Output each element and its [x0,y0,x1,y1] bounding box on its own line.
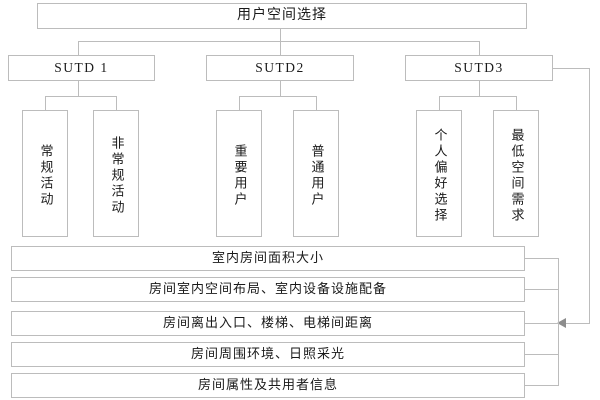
connector-sutd1-bus [45,96,117,97]
connector-sutd2-drop [280,81,281,96]
leaf-node-non-routine-activity: 非常规活动 [93,110,139,237]
criteria-bus-stub-1 [525,258,559,259]
criteria-bus-vertical [558,258,559,386]
connector-sutd3-to-leaf1 [439,96,440,110]
group-node-sutd-1: SUTD 1 [8,55,155,81]
connector-sutd2-to-leaf1 [239,96,240,110]
leaf-node-label: 最低空间需求 [509,127,525,224]
criteria-bus-stub-5 [525,385,559,386]
criteria-bar-surroundings-and-daylight: 房间周围环境、日照采光 [11,342,525,367]
criteria-bar-label: 室内房间面积大小 [211,250,324,266]
connector-sutd3-feedback-into-bus [566,323,590,324]
connector-sutd2-to-leaf2 [316,96,317,110]
connector-sutd3-drop [479,81,480,96]
leaf-node-label: 普通用户 [309,143,325,208]
criteria-bar-label: 房间属性及共用者信息 [197,377,338,393]
criteria-bar-room-area: 室内房间面积大小 [11,246,525,271]
connector-root-drop [280,29,281,42]
criteria-bar-room-attributes-and-sharers: 房间属性及共用者信息 [11,373,525,398]
connector-bus-to-sutd1 [78,41,79,55]
criteria-bar-label: 房间离出入口、楼梯、电梯间距离 [162,315,373,331]
connector-sutd1-to-leaf2 [116,96,117,110]
connector-sutd2-bus [239,96,317,97]
connector-sutd1-drop [78,81,79,96]
connector-root-bus [78,41,479,42]
connector-sutd3-feedback-right-vertical [589,68,590,323]
criteria-bar-label: 房间室内空间布局、室内设备设施配备 [148,281,387,297]
criteria-bar-distance-to-exits: 房间离出入口、楼梯、电梯间距离 [11,311,525,336]
leaf-node-label: 常规活动 [38,143,54,208]
leaf-node-label: 非常规活动 [109,135,125,216]
root-node-user-space-selection: 用户空间选择 [37,3,527,29]
connector-sutd3-to-leaf2 [516,96,517,110]
group-node-label: SUTD2 [255,60,305,76]
leaf-node-label: 个人偏好选择 [432,127,448,224]
leaf-node-important-user: 重要用户 [216,110,262,237]
connector-sutd3-feedback-top [553,68,590,69]
criteria-bus-stub-2 [525,289,559,290]
leaf-node-ordinary-user: 普通用户 [293,110,339,237]
group-node-sutd-3: SUTD3 [405,55,553,81]
criteria-bar-label: 房间周围环境、日照采光 [190,346,345,362]
leaf-node-routine-activity: 常规活动 [22,110,68,237]
connector-sutd1-to-leaf1 [45,96,46,110]
root-node-label: 用户空间选择 [237,7,327,23]
group-node-label: SUTD 1 [54,60,109,76]
group-node-sutd-2: SUTD2 [206,55,354,81]
criteria-bus-stub-3 [525,323,559,324]
leaf-node-label: 重要用户 [232,143,248,208]
connector-bus-to-sutd3 [479,41,480,55]
feedback-arrowhead-icon [557,318,566,328]
leaf-node-personal-preference: 个人偏好选择 [416,110,462,237]
leaf-node-minimum-space-requirement: 最低空间需求 [493,110,539,237]
connector-sutd3-bus [439,96,517,97]
group-node-label: SUTD3 [454,60,504,76]
connector-bus-to-sutd2 [280,41,281,55]
criteria-bar-layout-and-facilities: 房间室内空间布局、室内设备设施配备 [11,277,525,302]
criteria-bus-stub-4 [525,354,559,355]
